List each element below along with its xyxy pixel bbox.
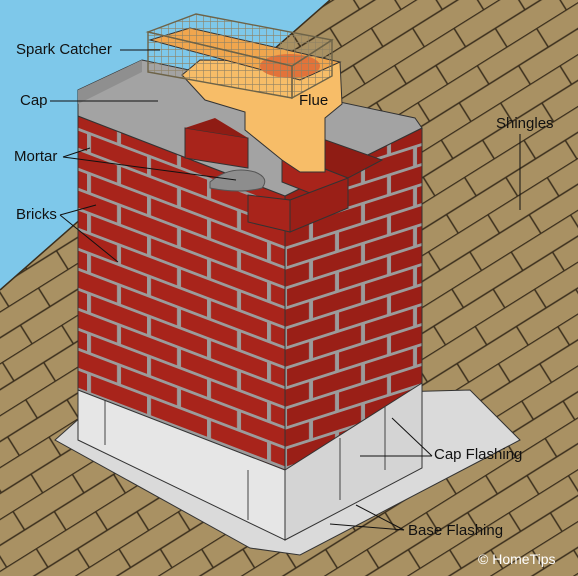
label-base-flashing: Base Flashing <box>408 522 504 539</box>
label-shingles: Shingles <box>496 115 554 132</box>
label-cap-flashing: Cap Flashing <box>434 446 523 463</box>
label-bricks: Bricks <box>16 206 57 223</box>
label-cap: Cap <box>20 92 48 109</box>
label-spark-catcher: Spark Catcher <box>16 41 112 58</box>
top-brick-left <box>184 127 249 169</box>
mortar-blob <box>209 169 266 192</box>
spark-catcher <box>145 13 334 100</box>
credit-hometips: © HomeTips <box>478 551 556 567</box>
leader-lines <box>50 49 521 531</box>
label-flue: Flue <box>299 92 329 109</box>
label-mortar: Mortar <box>14 148 58 165</box>
